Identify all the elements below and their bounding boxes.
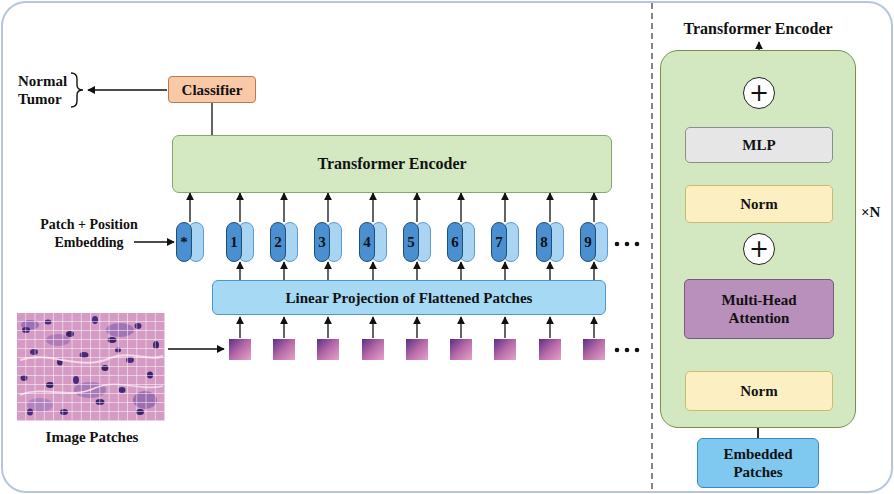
node-label: + <box>749 81 769 105</box>
node-label: Transformer Encoder <box>317 155 466 173</box>
embedding-token: 8 <box>536 222 564 262</box>
norm-box: Norm <box>685 185 833 223</box>
class-label: Normal <box>18 73 67 89</box>
add-circle: + <box>743 233 775 265</box>
arrow-connector <box>504 262 505 280</box>
node-label: Linear Projection of Flattened Patches <box>286 289 533 307</box>
arrow-connector <box>283 262 284 280</box>
embedding-token: 5 <box>403 222 431 262</box>
arrow-connector <box>549 193 550 222</box>
embedding-token: 6 <box>447 222 475 262</box>
class-label-box: Tumor <box>18 90 78 108</box>
arrow-connector <box>416 262 417 280</box>
norm-box: Norm <box>685 371 833 411</box>
arrow-connector <box>460 193 461 222</box>
node-label: Classifier <box>182 81 243 99</box>
class-label: Tumor <box>18 91 62 107</box>
node-label: MLP <box>742 136 775 154</box>
repeat-label: ×N <box>861 204 880 220</box>
arrow-connector <box>593 262 594 280</box>
ellipsis-dots <box>615 242 640 353</box>
node-label: 3 <box>314 233 330 251</box>
class-label-box: Normal <box>18 72 78 90</box>
node-label: Norm <box>740 382 778 400</box>
image-label: Image Patches <box>46 429 139 445</box>
embedded-patches-box: Embedded Patches <box>697 438 819 488</box>
embedding-token: * <box>176 222 204 262</box>
node-label: 7 <box>491 233 507 251</box>
arrow-connector <box>239 262 240 280</box>
embedding-token: 2 <box>270 222 298 262</box>
node-label: + <box>749 237 769 261</box>
node-label: 6 <box>447 233 463 251</box>
node-label: 2 <box>270 233 286 251</box>
classifier-box: Classifier <box>168 76 256 103</box>
embedding-token: 9 <box>580 222 608 262</box>
node-label: 9 <box>580 233 596 251</box>
mlp-box: MLP <box>685 127 833 163</box>
node-label: * <box>176 233 192 251</box>
node-label: Norm <box>740 195 778 213</box>
arrow-connector <box>372 193 373 222</box>
attention-box: Multi-Head Attention <box>684 279 834 339</box>
patch-thumbnails <box>229 339 605 360</box>
encoder-block: Transformer Encoder+MLPNorm+Multi-Head A… <box>660 50 856 428</box>
arrow-connector <box>327 262 328 280</box>
embedding-token: 1 <box>226 222 254 262</box>
embedding-label: Patch + Position Embedding <box>40 217 137 250</box>
image-label-box: Image Patches <box>17 428 167 446</box>
node-label: 5 <box>403 233 419 251</box>
arrow-connector <box>327 193 328 222</box>
arrow-connector <box>593 193 594 222</box>
add-circle: + <box>743 77 775 109</box>
embedding-token: 3 <box>314 222 342 262</box>
embedding-token: 4 <box>359 222 387 262</box>
histology-image <box>17 313 165 421</box>
line-connector <box>211 103 212 135</box>
embedding-label-box: Patch + Position Embedding <box>14 216 164 252</box>
arrow-connector <box>189 193 190 222</box>
node-label: Embedded Patches <box>703 445 813 481</box>
arrow-connector <box>549 262 550 280</box>
arrow-connector <box>239 193 240 222</box>
node-label: 4 <box>359 233 375 251</box>
arrow-connector <box>372 262 373 280</box>
arrow-connector <box>416 193 417 222</box>
projection-box: Linear Projection of Flattened Patches <box>212 280 606 315</box>
repeat-label-box: ×N <box>861 203 889 221</box>
block-title: Transformer Encoder <box>661 19 855 39</box>
arrow-connector <box>283 193 284 222</box>
curly-brace <box>71 73 83 107</box>
embedding-token: 7 <box>491 222 519 262</box>
arrow-connector <box>460 262 461 280</box>
node-label: 8 <box>536 233 552 251</box>
encoder-box: Transformer Encoder <box>172 135 612 193</box>
arrow-connector <box>504 193 505 222</box>
node-label: 1 <box>226 233 242 251</box>
divider-line <box>651 3 652 491</box>
node-label: Multi-Head Attention <box>690 291 828 327</box>
